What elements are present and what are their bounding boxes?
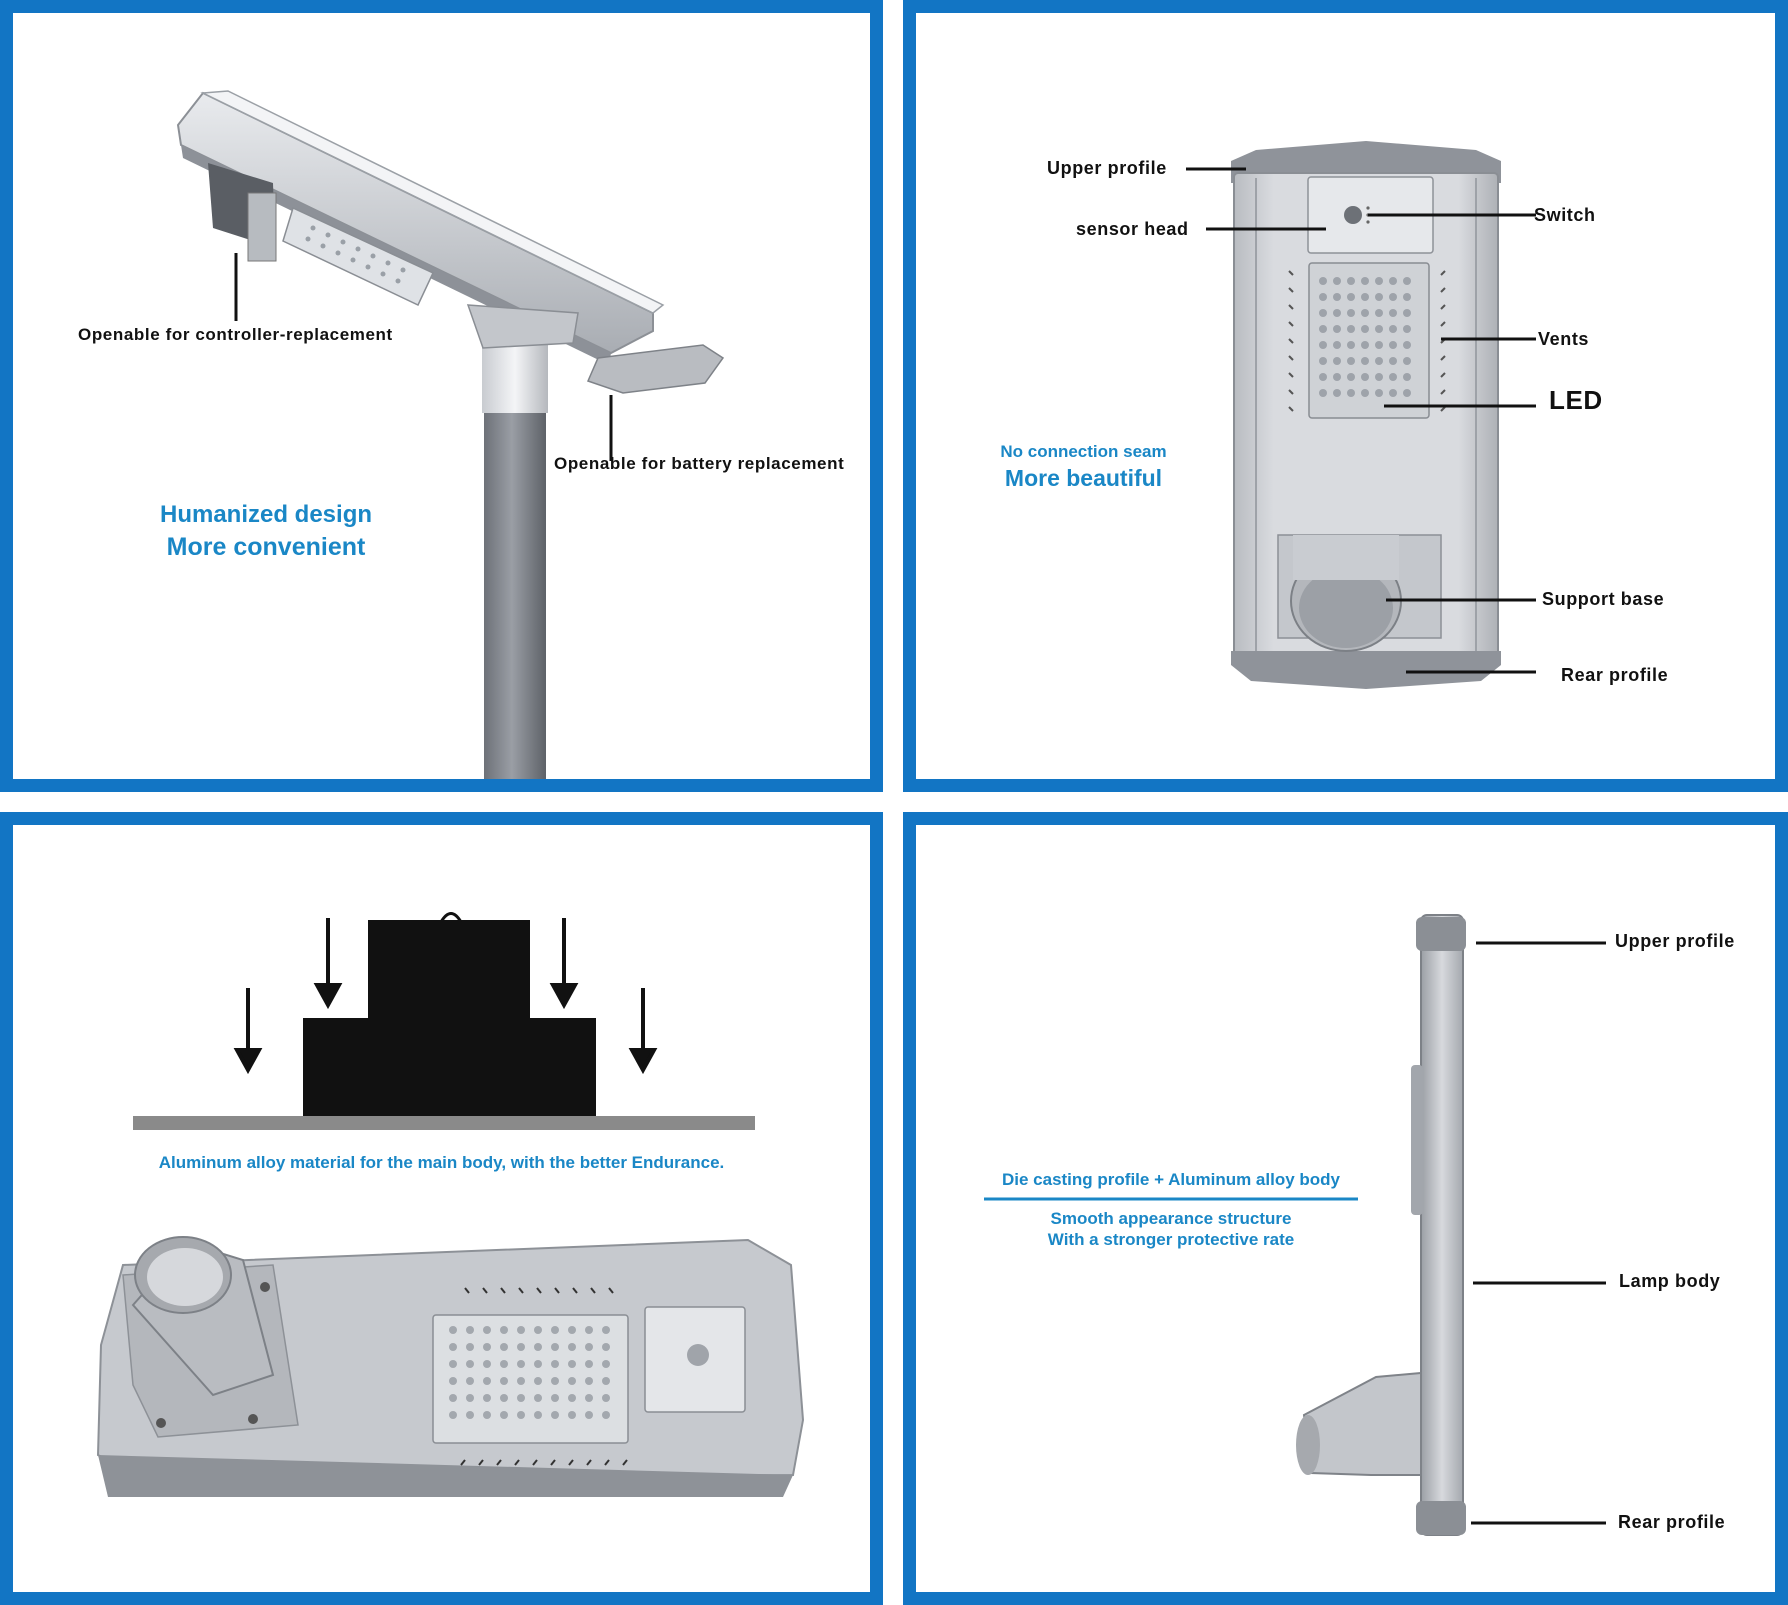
tagline-more-beautiful: More beautiful (1004, 465, 1163, 491)
caption-aluminum-alloy: Aluminum alloy material for the main bod… (158, 1153, 725, 1172)
label-switch: Switch (1534, 205, 1596, 225)
label-vents: Vents (1538, 329, 1590, 349)
label-upper-profile: Upper profile (1047, 158, 1167, 178)
label-support-base: Support base (1542, 589, 1665, 609)
label-upper-profile: Upper profile (1615, 931, 1735, 951)
headline-humanized-design: Humanized design (159, 501, 373, 528)
label-led: LED (1549, 385, 1603, 415)
material-and-bottom-view (96, 912, 805, 1497)
label-battery-replacement: Openable for battery replacement (554, 454, 845, 473)
street-light-angle-photo (176, 90, 725, 779)
tagline-protective-rate: With a stronger protective rate (1047, 1230, 1295, 1249)
label-rear-profile: Rear profile (1618, 1512, 1726, 1532)
tagline-smooth-appearance: Smooth appearance structure (1050, 1209, 1292, 1228)
panel-side-view: Upper profile Lamp body Rear profile Die… (903, 812, 1788, 1605)
panel-aluminum-body: Aluminum alloy material for the main bod… (0, 812, 883, 1605)
street-light-front-photo (1186, 141, 1536, 689)
street-light-side-photo (984, 914, 1606, 1536)
headline-more-convenient: More convenient (166, 533, 366, 561)
label-lamp-body: Lamp body (1619, 1271, 1721, 1291)
panel-front-view: Upper profile sensor head Switch Vents L… (903, 0, 1788, 792)
label-sensor-head: sensor head (1076, 219, 1189, 239)
label-controller-replacement: Openable for controller-replacement (78, 325, 393, 344)
tagline-die-casting: Die casting profile + Aluminum alloy bod… (1001, 1170, 1340, 1189)
panel-humanized-design: Openable for controller-replacement Open… (0, 0, 883, 792)
tagline-no-connection-seam: No connection seam (1000, 442, 1167, 461)
label-rear-profile: Rear profile (1561, 665, 1669, 685)
